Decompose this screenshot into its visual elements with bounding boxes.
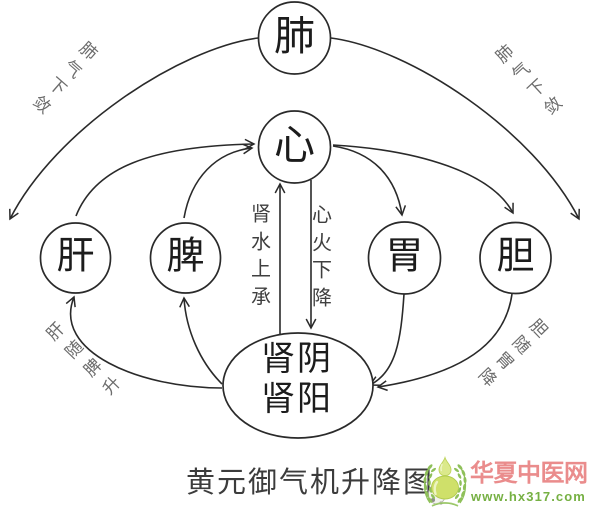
label-heart-fire-descends: 心火下降 [312,204,332,310]
label-stomach: 胃 [385,235,424,278]
arrow-liver-to-heart [75,138,256,217]
label-spleen: 脾 [166,235,205,278]
label-heart: 心 [274,121,315,168]
label-kidney-yin: 肾阴 [261,341,333,378]
node-stomach [367,221,442,295]
watermark-site-url: www.hx317.com [471,489,586,504]
label-gallbladder: 胆 [496,235,535,278]
gourd-icon [431,456,459,500]
label-lung: 肺 [274,12,315,59]
diagram-title: 黄元御气机升降图 [186,467,435,499]
arrow-lung-left [9,37,259,221]
arrow-lung-right [330,37,580,221]
arrow-heart-to-gallbladder [332,144,514,215]
wreath-icon [423,464,467,507]
arrow-heart-to-stomach [332,145,407,217]
node-gallbladder [479,221,552,295]
arrow-kidney-to-spleen [179,296,223,385]
node-heart [257,110,332,184]
label-liver: 肝 [56,235,95,278]
node-lung [257,1,332,75]
arrow-gallbladder-to-kidney [376,293,513,392]
watermark-site-name: 华夏中医网 [470,460,588,487]
arrow-spleen-to-heart [183,143,254,219]
label-kidney-yang: 肾阳 [261,381,333,418]
node-liver [39,222,112,294]
watermark-logo [423,456,467,507]
arrow-stomach-to-kidney [368,293,405,387]
label-kidney: 肾阴 肾阳 [261,340,333,420]
node-spleen [149,222,222,294]
arrow-kidney-to-liver [65,295,223,389]
node-kidney [222,332,374,439]
label-kidney-water-rises: 肾水上承 [251,203,271,309]
